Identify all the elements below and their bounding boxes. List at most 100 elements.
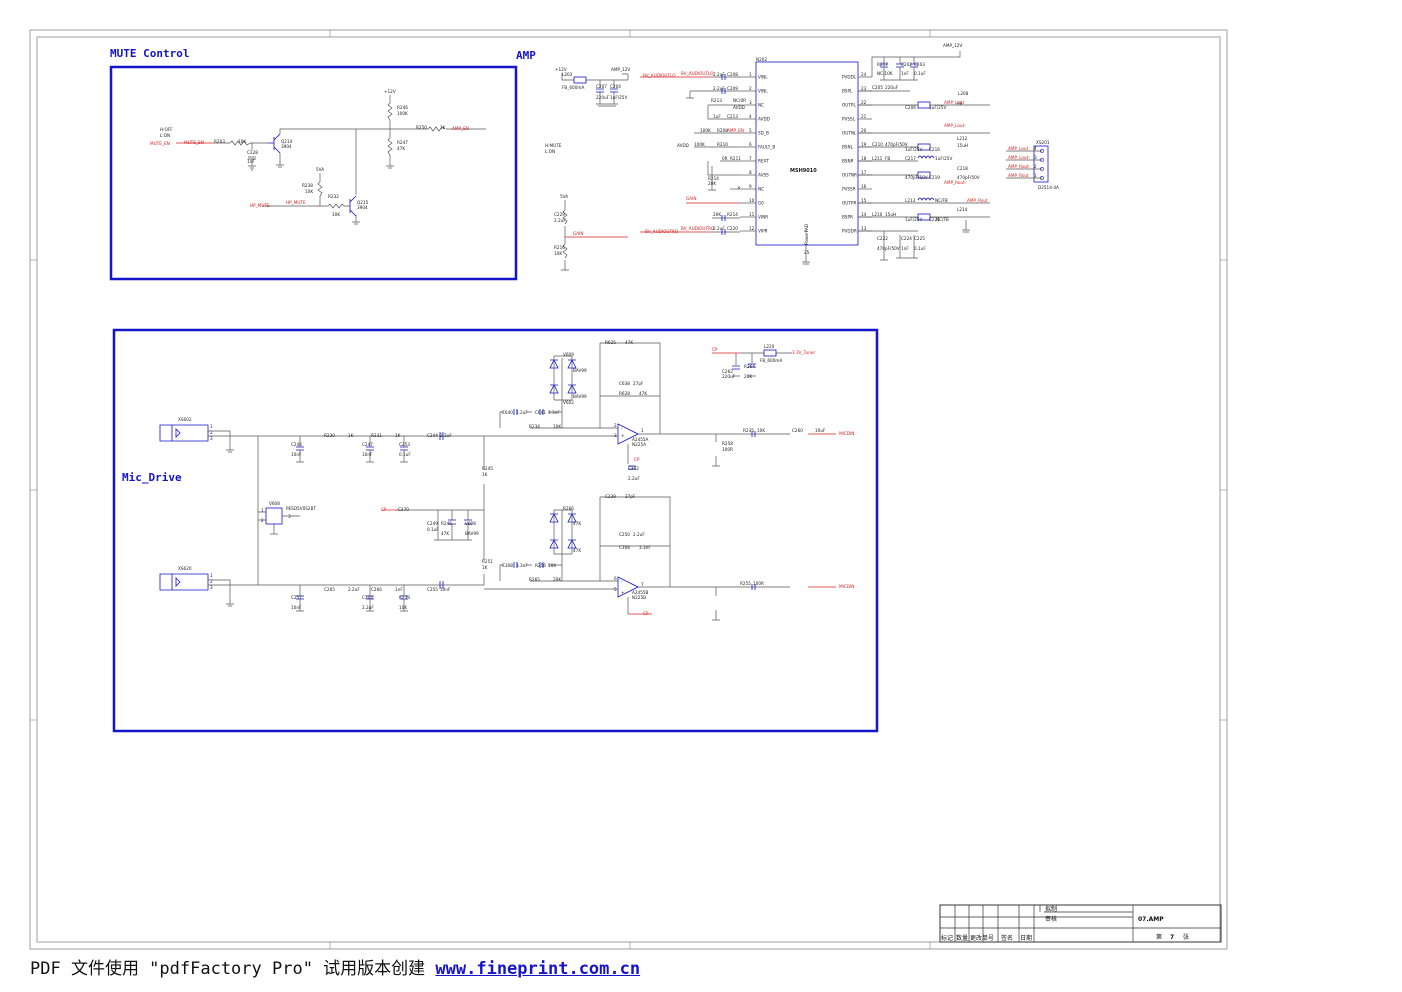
jack2-pin3: 3 <box>210 585 213 590</box>
ic-pad-label: PowerPAD <box>804 224 809 245</box>
ic-pin-name-18: BSNR <box>842 159 854 164</box>
c641-ref: C641 <box>535 410 546 415</box>
q214-wires <box>279 128 390 165</box>
ic-name: MSH9010 <box>790 168 817 174</box>
c207-c204-symbol <box>596 88 618 93</box>
v608-esd-symbol <box>265 507 283 525</box>
c255-ref: C304 <box>362 595 373 600</box>
r250b-val: 2.2uF <box>348 587 360 592</box>
c249-ref: V608 <box>465 521 476 526</box>
gain-divider-wires <box>561 200 569 271</box>
c260-val: 220uF <box>722 374 736 379</box>
mute-note-2: L:ON <box>160 133 170 138</box>
mic-input-wires <box>208 430 484 607</box>
gain-net: GAIN <box>686 196 696 201</box>
v609-ref: V609 <box>563 352 574 357</box>
op2-ref: A2455B <box>632 590 649 595</box>
l212-symbol <box>917 155 935 159</box>
mic-drive-block: Mic_Drive XS602 1 2 3 XS620 1 2 3 V608 P… <box>112 328 879 733</box>
c210-ref: L208 <box>958 91 969 96</box>
c250-val: 3.3nF <box>516 563 528 568</box>
esd-part: PESD5V0S2BT <box>286 506 316 511</box>
r250-ref: R250 <box>416 125 427 130</box>
ic-pin-number-7: 7 <box>749 156 752 161</box>
frame-ticks <box>30 30 1227 949</box>
ic-pin-number-5: 5 <box>749 128 752 133</box>
c220-ref: R214 <box>727 212 738 217</box>
mute-12v: +12V <box>384 89 396 94</box>
esd-wires <box>257 436 266 585</box>
l208-symbol <box>917 101 931 109</box>
ic-pin-number-21: 21 <box>861 114 867 119</box>
tb-page-prefix: 第 <box>1156 933 1162 941</box>
control-wires <box>694 132 740 176</box>
ic-pin-name-9: NC <box>758 187 764 192</box>
mute-amp-en-net: AMP_EN <box>452 126 469 131</box>
amp-12v-label: AMP_12V <box>611 67 630 72</box>
r258-ref: C260 <box>792 428 803 433</box>
conn-pin-dot-1 <box>1040 176 1044 180</box>
jack1-pin3: 3 <box>210 436 213 441</box>
op2-minus: - <box>621 579 623 584</box>
r251-ref: C266 <box>371 587 382 592</box>
op2-triangle <box>617 576 639 598</box>
c207-ref: C207 <box>596 84 607 89</box>
c205-val: 0.1uF <box>914 71 926 76</box>
tb-page-suffix: 张 <box>1183 933 1189 941</box>
c209-val: 2.2uF <box>713 86 725 91</box>
l211-symbol <box>917 143 931 151</box>
c266-ref: C257 <box>291 595 302 600</box>
c207-val: 220uF <box>596 95 610 100</box>
op1-ref: A2455A <box>632 437 649 442</box>
ic-pin-number-3: 3 <box>749 100 752 105</box>
esd-ref: V608 <box>269 501 280 506</box>
op2-pin7: 7 <box>641 582 644 587</box>
op1-pin2: 2 <box>614 423 617 428</box>
mute-hp-mute-net: HP_MUTE <box>250 203 270 208</box>
q215-ref: Q215 <box>357 200 369 205</box>
gain-net-2: GAIN <box>573 231 583 236</box>
conn-pin-number-2: 2 <box>1034 164 1037 169</box>
nc-mark: ✕ <box>737 185 741 190</box>
l211-ref: C216 <box>929 147 940 152</box>
c244-ref: C244 <box>427 433 438 438</box>
r240-ref: C270 <box>398 507 409 512</box>
c638-ref: C638 <box>619 381 630 386</box>
r258-val: 10uF <box>815 428 826 433</box>
xs201-connector <box>1033 145 1049 183</box>
ic-pin-name-19: BSNL <box>842 145 854 150</box>
r246-symbol <box>387 102 393 121</box>
mute-control-title: MUTE Control <box>110 47 189 60</box>
bias-network: CP C270 R245 1K R251 1K C249 0.1uF R246 … <box>381 436 493 585</box>
c225-val: 1nF <box>901 246 909 251</box>
c226-ref: C225 <box>914 236 925 241</box>
op2-pin6: 6 <box>614 576 617 581</box>
footer-link[interactable]: www.fineprint.com.cn <box>435 959 641 979</box>
c208-val: 2.2uF <box>713 72 725 77</box>
c262-val: 20K <box>744 374 752 379</box>
mute-note-1: H:OFF <box>160 127 173 132</box>
c253-val: 2.2uF <box>628 476 640 481</box>
ic-pin-name-7: REXT <box>758 159 769 164</box>
r246-ref: R246 <box>397 105 408 110</box>
c229-val: 2.2uF <box>713 226 725 231</box>
pvdd-rail <box>871 51 961 77</box>
conn-pin-net-3: AMP_Lout- <box>1008 155 1030 160</box>
ic-pin-number-18: 18 <box>861 156 867 161</box>
amp-note-1: H:MUTE <box>545 143 562 148</box>
ic-pin-number-2: 2 <box>749 86 752 91</box>
c225-ref: C224 <box>901 236 912 241</box>
channel1-filter: C246 10nF R230 1K C247 10nF R231 1K C253… <box>291 432 452 463</box>
c265-ref: C255 <box>427 587 438 592</box>
c204-ref: C204 <box>610 84 621 89</box>
c218-val: 15uH <box>957 143 968 148</box>
r246b-val: 27pF <box>625 494 636 499</box>
r245-ref: C249 <box>427 521 438 526</box>
r625-val: 47K <box>625 340 633 345</box>
c204-val: 1uF/25V <box>610 95 627 100</box>
c308-ref: R256 <box>535 563 546 568</box>
audio-l-net-2: BV_AUDIOUTLO <box>681 71 714 76</box>
op2-cp: CP <box>643 611 649 616</box>
c250-ref: C308 <box>502 563 513 568</box>
